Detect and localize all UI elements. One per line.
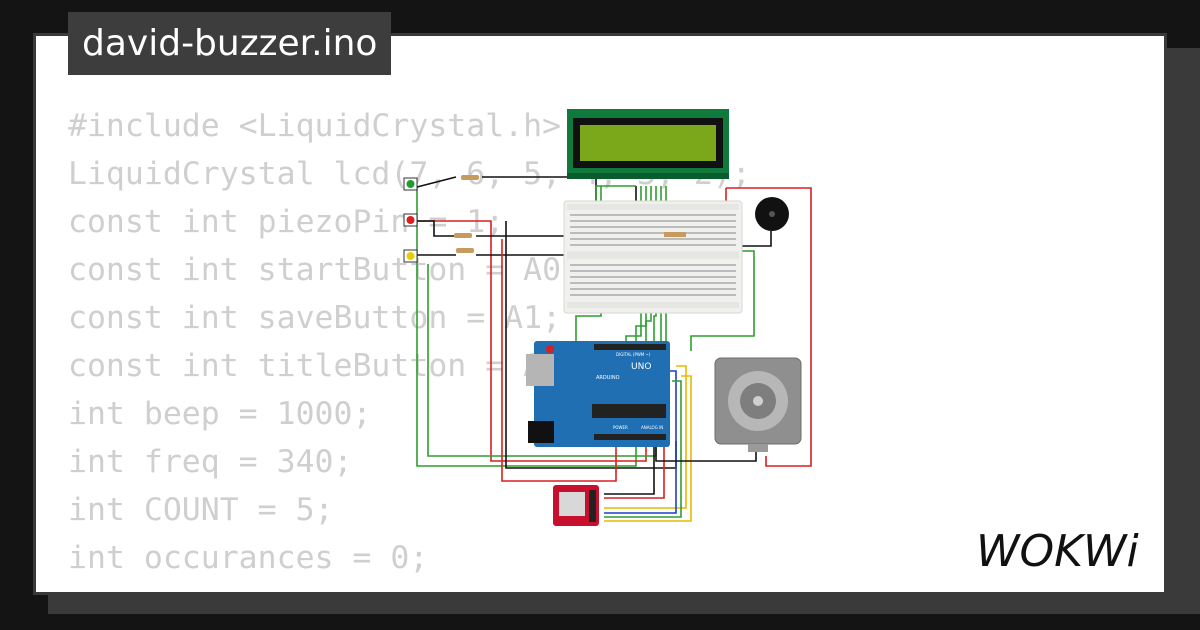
board-label-power: POWER bbox=[613, 425, 628, 430]
pushbutton-yellow bbox=[406, 252, 415, 260]
code-line: int freq = 340; bbox=[68, 444, 353, 480]
project-filename[interactable]: david-buzzer.ino bbox=[68, 12, 392, 75]
sd-card-module bbox=[553, 485, 599, 526]
circuit-diagram: UNO ARDUINO DIGITAL (PWM ~) POWER ANALOG… bbox=[403, 109, 812, 526]
piezo-buzzer bbox=[755, 197, 789, 231]
breadboard bbox=[563, 200, 743, 314]
wire bbox=[604, 446, 665, 499]
wire bbox=[416, 187, 637, 467]
code-line: int beep = 1000; bbox=[68, 396, 372, 432]
wire bbox=[501, 239, 617, 482]
wire bbox=[690, 250, 755, 351]
resistor bbox=[456, 248, 474, 253]
board-label-digital: DIGITAL (PWM ~) bbox=[616, 352, 651, 357]
code-line: const int saveButton = A1; bbox=[68, 300, 562, 336]
wire bbox=[416, 220, 456, 237]
wire bbox=[604, 441, 655, 495]
wire bbox=[655, 441, 757, 462]
wire bbox=[604, 380, 682, 518]
wokwi-logo-text: WOKWi bbox=[976, 526, 1139, 576]
board-label-uno: UNO bbox=[631, 362, 651, 372]
wire bbox=[604, 370, 677, 514]
resistor bbox=[454, 233, 472, 238]
wire bbox=[604, 365, 687, 509]
preview-card[interactable]: #include <LiquidCrystal.h>LiquidCrystal … bbox=[33, 33, 1167, 595]
pushbutton-red bbox=[406, 216, 415, 224]
code-line: #include <LiquidCrystal.h> bbox=[68, 108, 562, 144]
code-line: int COUNT = 5; bbox=[68, 492, 334, 528]
wire bbox=[726, 187, 812, 467]
stepper-motor bbox=[714, 357, 802, 452]
pushbutton-green bbox=[406, 180, 415, 188]
wokwi-logo[interactable]: WOKWi bbox=[976, 526, 1152, 576]
code-line: int maxTone = 60; bbox=[68, 582, 751, 592]
arduino-uno: UNO ARDUINO DIGITAL (PWM ~) POWER ANALOG… bbox=[526, 341, 670, 447]
board-label-analog: ANALOG IN bbox=[641, 425, 663, 430]
code-line: int occurances = 0; bbox=[68, 540, 429, 576]
resistor bbox=[461, 175, 479, 180]
code-line: const int startButton = A0; bbox=[68, 252, 581, 288]
code-line: const int piezoPin = 1; bbox=[68, 204, 505, 240]
wire bbox=[416, 176, 457, 188]
input-buttons bbox=[403, 177, 418, 263]
resistors bbox=[454, 175, 479, 253]
wire bbox=[416, 220, 647, 462]
board-label-arduino: ARDUINO bbox=[596, 375, 620, 381]
lcd-display bbox=[567, 109, 729, 179]
resistor bbox=[664, 232, 686, 237]
wire bbox=[604, 375, 692, 522]
